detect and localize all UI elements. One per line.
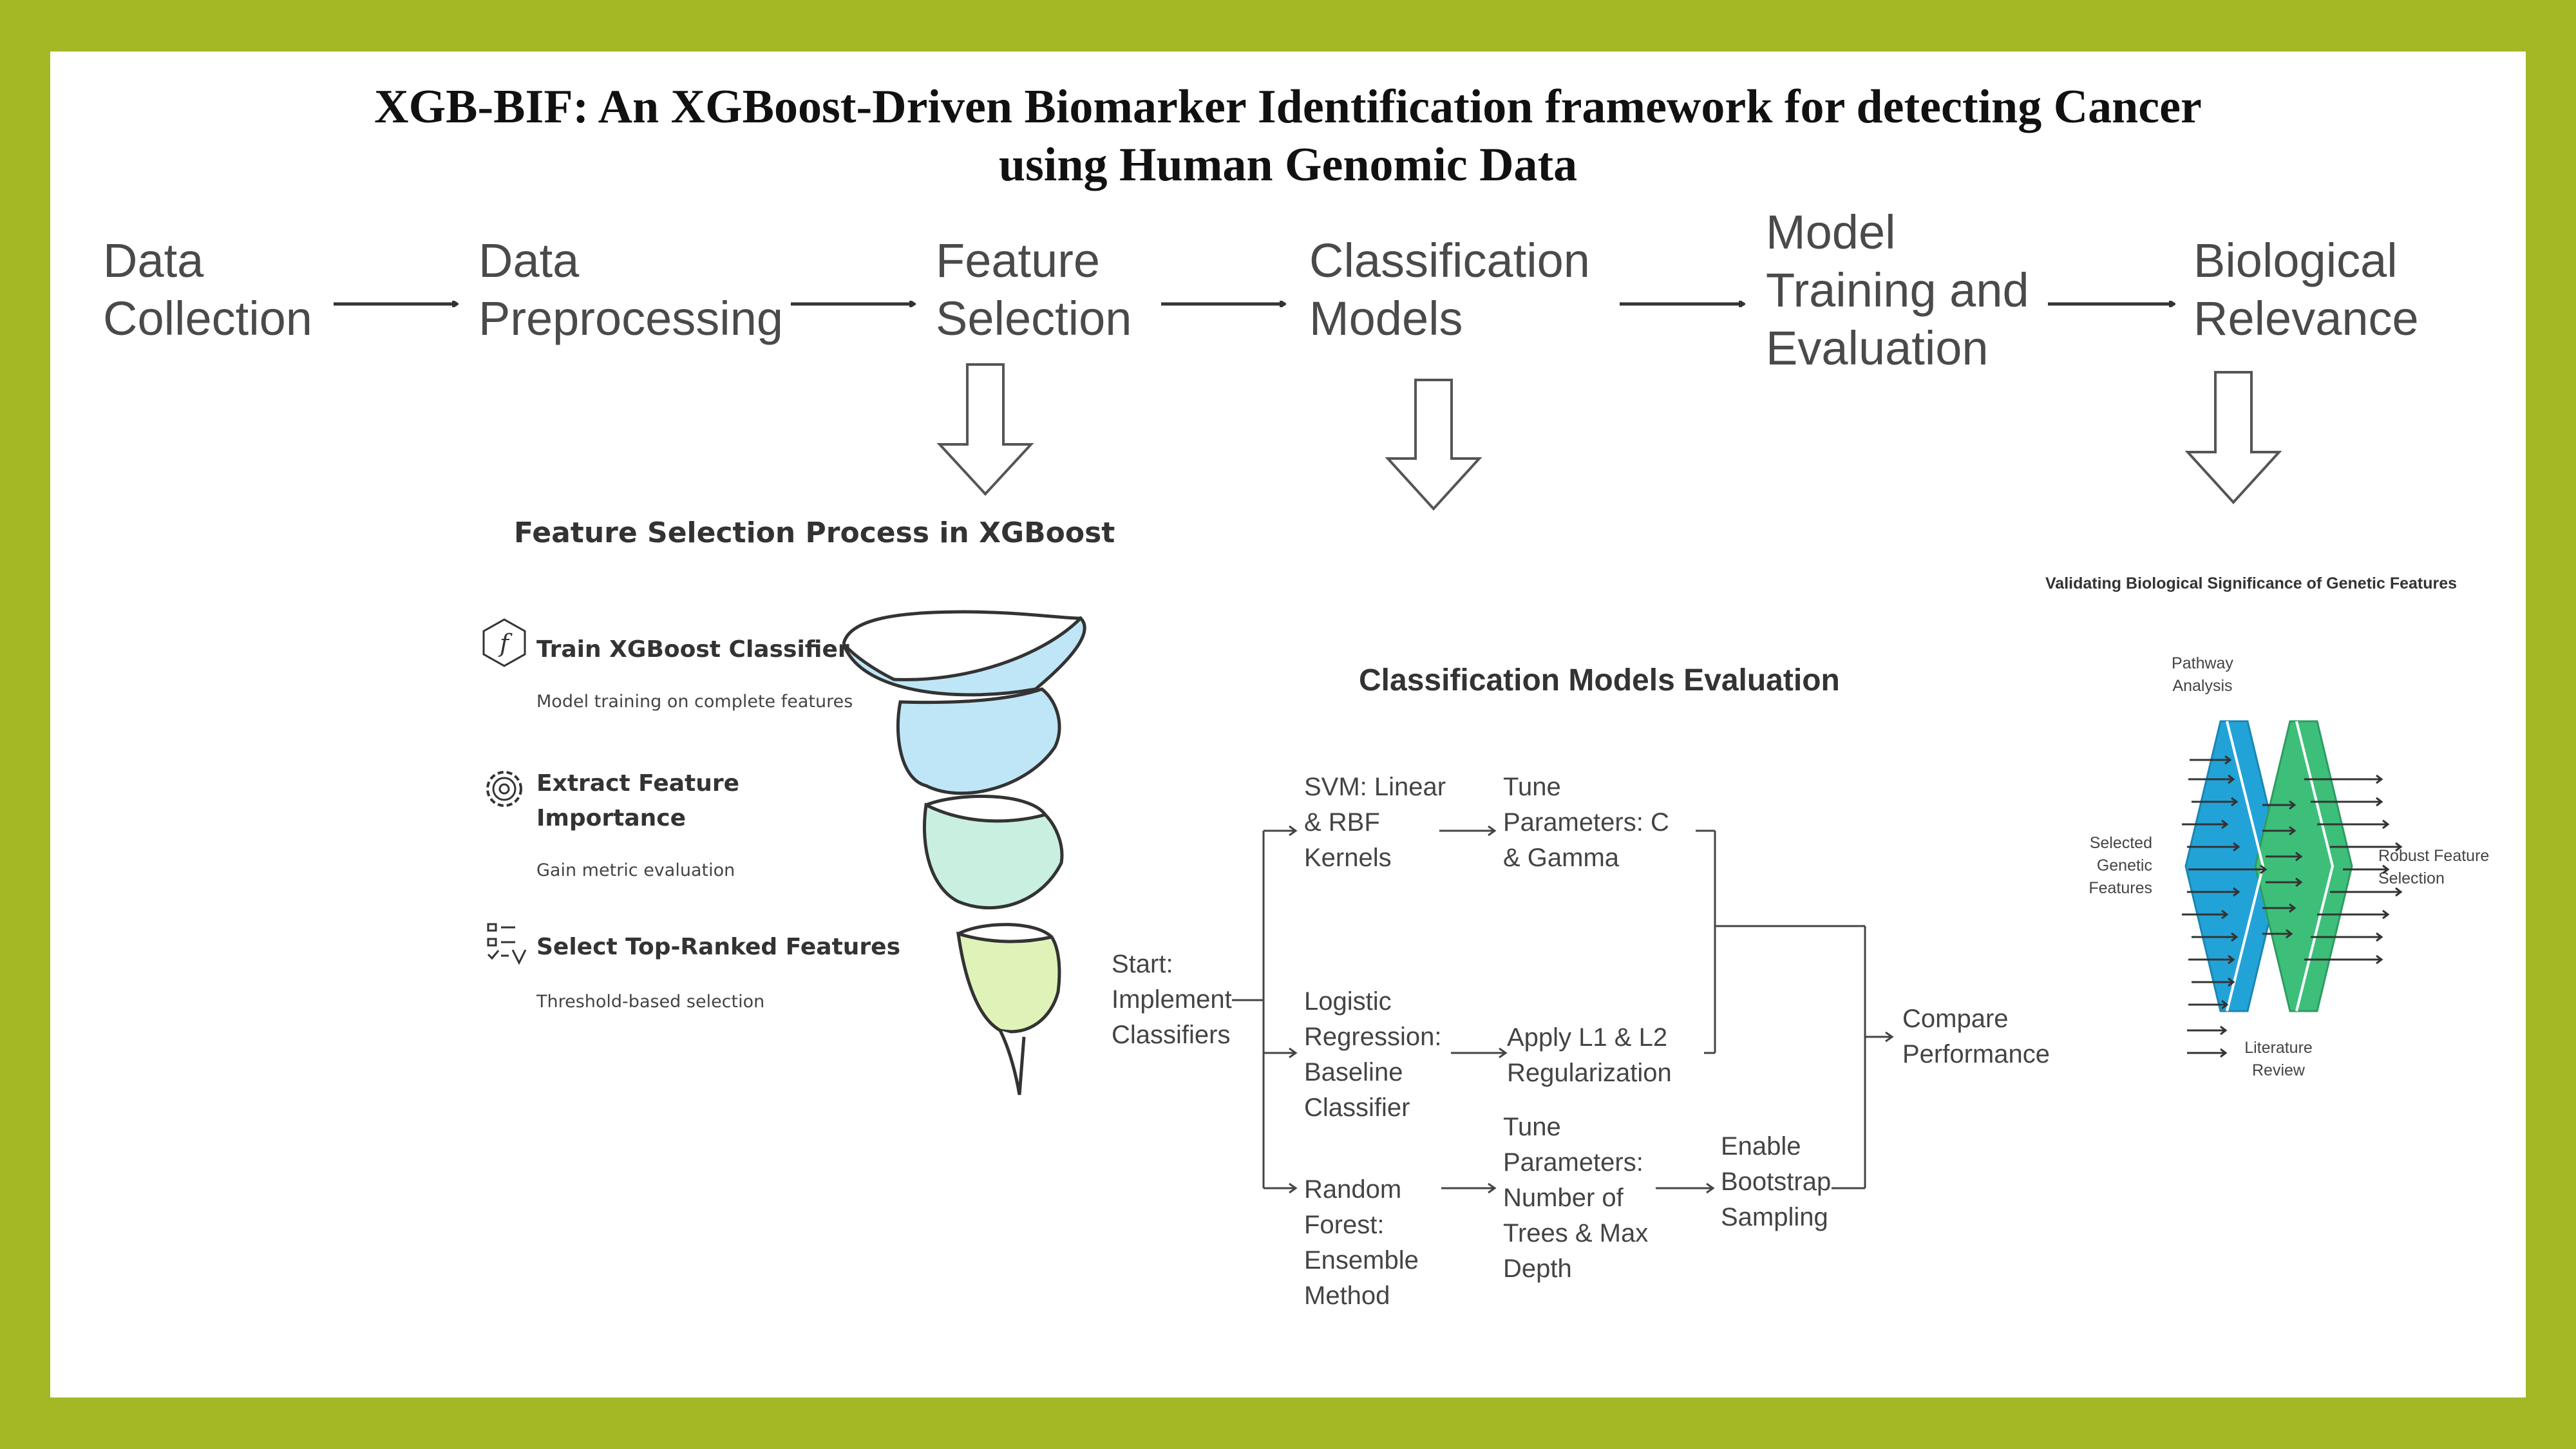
funnel-tip — [998, 1029, 1026, 1095]
step-2-line-1: Data — [478, 234, 580, 287]
fs-item-2-title-line-2: Importance — [536, 805, 686, 831]
branch-3-model-line-2: Forest: — [1304, 1211, 1384, 1239]
fs-item-1-title: Train XGBoost Classifier — [536, 636, 849, 663]
branch-3-step-1-line-5: Depth — [1503, 1255, 1572, 1283]
input-arrows — [2182, 755, 2403, 1058]
start-line-1: Start: — [1112, 950, 1173, 978]
title-line-2: using Human Genomic Data — [999, 138, 1577, 191]
branch-3-model-line-3: Ensemble — [1304, 1246, 1419, 1274]
output-line-1: Robust Feature — [2378, 847, 2489, 865]
branch-3-model-line-4: Method — [1304, 1282, 1390, 1310]
input-line-1: Selected — [2090, 834, 2152, 852]
fs-item-3-title: Select Top-Ranked Features — [536, 934, 900, 960]
branch-2-model-line-4: Classifier — [1304, 1094, 1410, 1122]
branch-2-model-line-2: Regression: — [1304, 1023, 1441, 1051]
step-3-line-1: Feature — [936, 234, 1100, 287]
branch-3-step-1-line-2: Parameters: — [1503, 1148, 1643, 1177]
input-line-3: Features — [2088, 879, 2152, 897]
branch-1-step-1-line-1: Tune — [1503, 773, 1561, 801]
down-arrow-classification — [1385, 379, 1482, 511]
funnel-rim — [842, 610, 1081, 645]
input-line-2: Genetic — [2097, 857, 2152, 875]
checklist-icon — [487, 923, 527, 965]
start-line-3: Classifiers — [1112, 1021, 1230, 1049]
green-filter-highlight — [2295, 721, 2334, 1012]
branch-2-step-1-line-2: Regularization — [1507, 1059, 1672, 1087]
blue-filter-prism — [2184, 720, 2284, 1012]
fs-item-2-desc: Gain metric evaluation — [536, 860, 735, 880]
green-filter-prism — [2254, 720, 2353, 1012]
cm-heading: Classification Models Evaluation — [1359, 663, 1840, 697]
literature-line-1: Literature — [2244, 1039, 2313, 1057]
branch-2-model-line-1: Logistic — [1304, 987, 1392, 1016]
branch-1-model-line-1: SVM: Linear — [1304, 773, 1446, 801]
classification-panel: Classification Models Evaluation Start: … — [1112, 663, 2050, 1310]
down-arrow-biological — [2184, 371, 2282, 504]
pathway-line-2: Analysis — [2172, 677, 2232, 695]
branch-2-step-1-line-1: Apply L1 & L2 — [1507, 1023, 1667, 1052]
step-3-line-2: Selection — [936, 292, 1132, 345]
branch-3-step-2-line-2: Bootstrap — [1721, 1168, 1831, 1196]
branch-1-step-1-line-2: Parameters: C — [1503, 808, 1669, 837]
title-line-1: XGB-BIF: An XGBoost-Driven Biomarker Ide… — [374, 80, 2202, 133]
end-line-2: Performance — [1902, 1040, 2050, 1068]
down-arrow-feature-selection — [936, 363, 1034, 496]
step-1-line-2: Collection — [103, 292, 312, 345]
literature-line-2: Review — [2252, 1061, 2306, 1079]
pathway-line-1: Pathway — [2172, 654, 2233, 672]
gear-icon — [486, 771, 522, 807]
branch-3-step-2-line-3: Sampling — [1721, 1203, 1828, 1231]
branch-2-model-line-3: Baseline — [1304, 1058, 1403, 1086]
fs-item-3-desc: Threshold-based selection — [536, 992, 764, 1012]
step-5-line-1: Model — [1766, 205, 1896, 259]
feature-selection-panel: Feature Selection Process in XGBoost f T… — [482, 516, 1115, 1095]
funnel-band-3-top — [957, 923, 1053, 938]
funnel-band-2-top — [925, 795, 1047, 816]
bio-heading: Validating Biological Significance of Ge… — [2045, 574, 2457, 592]
spiral-funnel-illustration — [842, 610, 1086, 1095]
biological-panel: Validating Biological Significance of Ge… — [2045, 574, 2489, 1079]
branch-3-step-1-line-3: Number of — [1503, 1184, 1624, 1212]
fs-item-2-title-line-1: Extract Feature — [536, 770, 739, 797]
step-1-line-1: Data — [103, 234, 204, 287]
branch-1-model-line-3: Kernels — [1304, 844, 1392, 872]
step-6-line-2: Relevance — [2193, 292, 2419, 345]
svg-text:f: f — [498, 629, 513, 658]
fs-item-1-desc: Model training on complete features — [536, 692, 853, 712]
funnel-band-1b — [896, 687, 1061, 795]
branch-1-model-line-2: & RBF — [1304, 808, 1380, 837]
step-5-line-2: Training and — [1766, 263, 2029, 317]
branch-3-step-1-line-1: Tune — [1503, 1113, 1561, 1141]
step-4-line-2: Models — [1309, 292, 1463, 345]
branch-1-step-1-line-3: & Gamma — [1503, 844, 1620, 872]
step-4-line-1: Classification — [1309, 234, 1590, 287]
branch-3-model-line-1: Random — [1304, 1175, 1401, 1204]
output-line-2: Selection — [2378, 869, 2445, 887]
pipeline: Data Collection Data Preprocessing Featu… — [103, 205, 2419, 375]
branch-3-step-2-line-1: Enable — [1721, 1132, 1801, 1160]
step-6-line-1: Biological — [2193, 234, 2398, 287]
fs-heading: Feature Selection Process in XGBoost — [514, 516, 1115, 549]
diagram: .ah { stroke: #444444; stroke-width: 3; … — [103, 80, 2489, 1310]
f-hexagon-icon: f — [482, 618, 526, 667]
step-2-line-2: Preprocessing — [478, 292, 783, 345]
blue-filter-highlight — [2226, 721, 2265, 1012]
step-5-line-3: Evaluation — [1766, 321, 1989, 375]
end-line-1: Compare — [1902, 1005, 2009, 1033]
branch-3-step-1-line-4: Trees & Max — [1503, 1219, 1648, 1247]
canvas: .ah { stroke: #444444; stroke-width: 3; … — [50, 52, 2526, 1397]
start-line-2: Implement — [1112, 985, 1232, 1014]
